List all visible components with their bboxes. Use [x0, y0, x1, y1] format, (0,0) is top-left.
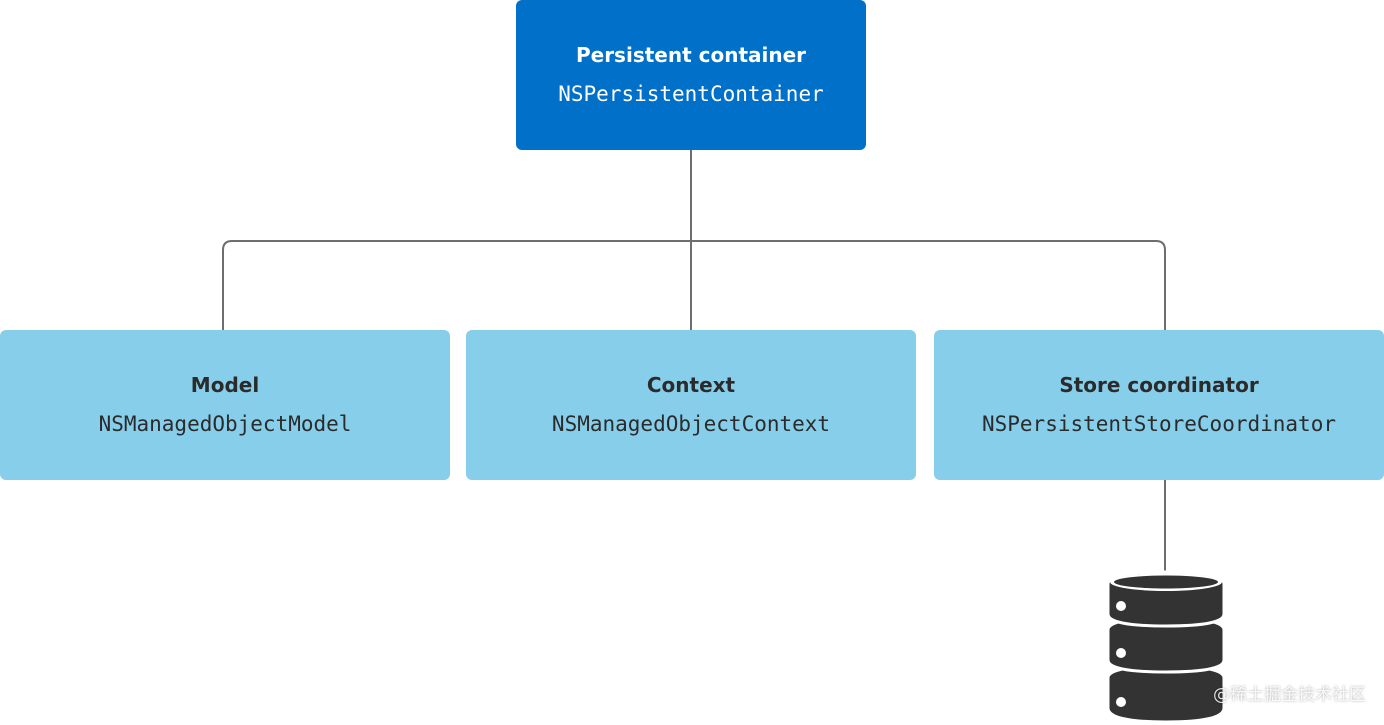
store-coordinator-box: Store coordinator NSPersistentStoreCoord… [934, 330, 1384, 480]
store-coordinator-title: Store coordinator [1059, 373, 1259, 397]
context-class: NSManagedObjectContext [551, 412, 831, 436]
connector-bus-model [222, 240, 1166, 330]
model-title: Model [190, 373, 260, 397]
persistent-container-title: Persistent container [575, 43, 807, 67]
persistent-container-box: Persistent container NSPersistentContain… [516, 0, 866, 150]
context-title: Context [646, 373, 736, 397]
watermark-text: @稀土掘金技术社区 [1213, 685, 1366, 705]
model-class: NSManagedObjectModel [98, 412, 352, 436]
context-box: Context NSManagedObjectContext [466, 330, 916, 480]
model-box: Model NSManagedObjectModel [0, 330, 450, 480]
store-coordinator-class: NSPersistentStoreCoordinator [981, 412, 1336, 436]
persistent-container-class: NSPersistentContainer [558, 82, 824, 106]
database-icon [1106, 570, 1226, 724]
